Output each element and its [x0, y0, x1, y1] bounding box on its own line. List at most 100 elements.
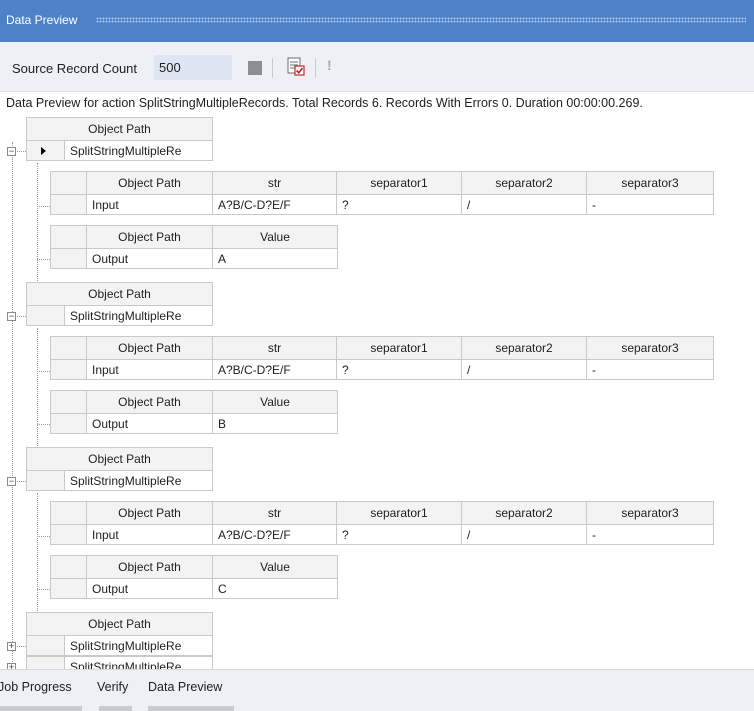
record-path-cell[interactable]: SplitStringMultipleRe — [64, 470, 213, 491]
column-header[interactable]: Object Path — [86, 336, 213, 360]
expand-icon[interactable]: + — [7, 663, 16, 669]
tree-line — [37, 163, 38, 309]
column-header[interactable]: str — [212, 501, 337, 525]
str-cell[interactable]: A?B/C-D?E/F — [212, 359, 337, 380]
record-row-grid: SplitStringMultipleRe — [26, 656, 213, 669]
column-header[interactable]: Object Path — [26, 282, 213, 306]
row-selector[interactable] — [50, 578, 87, 599]
tree-line — [37, 493, 38, 639]
row-selector[interactable] — [50, 359, 87, 380]
value-cell[interactable]: C — [212, 578, 338, 599]
window-title-bar: Data Preview — [0, 0, 754, 42]
record-header-grid: Object Path — [26, 447, 213, 471]
tab-job-progress[interactable]: Job Progress — [0, 680, 72, 694]
grid-corner — [50, 501, 87, 525]
column-header[interactable]: separator3 — [586, 336, 714, 360]
column-header[interactable]: Object Path — [86, 225, 213, 249]
row-selector[interactable] — [50, 248, 87, 269]
input-grid: Object Path str separator1 separator2 se… — [50, 336, 714, 380]
collapse-icon[interactable]: − — [7, 476, 16, 486]
str-cell[interactable]: A?B/C-D?E/F — [212, 524, 337, 545]
row-selector[interactable] — [50, 194, 87, 215]
grid-corner — [50, 225, 87, 249]
column-header[interactable]: separator1 — [336, 336, 462, 360]
separator1-cell[interactable]: ? — [336, 359, 462, 380]
expand-icon[interactable]: + — [7, 641, 16, 651]
record-header-grid: Object Path — [26, 117, 213, 141]
tab-indicator — [99, 706, 132, 711]
input-grid: Object Path str separator1 separator2 se… — [50, 501, 714, 545]
row-selector[interactable] — [26, 656, 65, 669]
tree-connector — [17, 481, 26, 482]
separator3-cell[interactable]: - — [586, 194, 714, 215]
bottom-tab-strip: Job Progress Verify Data Preview — [0, 669, 754, 711]
tree-line — [37, 328, 38, 474]
column-header[interactable]: str — [212, 336, 337, 360]
object-path-cell[interactable]: Input — [86, 194, 213, 215]
column-header[interactable]: Object Path — [26, 612, 213, 636]
object-path-cell[interactable]: Output — [86, 248, 213, 269]
separator3-cell[interactable]: - — [586, 359, 714, 380]
column-header[interactable]: Object Path — [86, 501, 213, 525]
grid-corner — [50, 171, 87, 195]
toolbar-separator — [315, 58, 316, 78]
str-cell[interactable]: A?B/C-D?E/F — [212, 194, 337, 215]
tab-data-preview[interactable]: Data Preview — [148, 680, 223, 694]
source-record-count-label: Source Record Count — [12, 61, 138, 76]
record-path-cell[interactable]: SplitStringMultipleRe — [64, 656, 213, 669]
column-header[interactable]: separator2 — [461, 171, 587, 195]
exclamation-icon[interactable]: ! — [327, 57, 332, 73]
object-path-cell[interactable]: Input — [86, 524, 213, 545]
separator1-cell[interactable]: ? — [336, 524, 462, 545]
object-path-cell[interactable]: Output — [86, 578, 213, 599]
tab-indicator — [0, 706, 82, 711]
record-path-cell[interactable]: SplitStringMultipleRe — [64, 140, 213, 161]
column-header[interactable]: separator2 — [461, 336, 587, 360]
row-selector[interactable] — [26, 305, 65, 326]
separator1-cell[interactable]: ? — [336, 194, 462, 215]
tree-connector — [37, 206, 50, 207]
column-header[interactable]: Value — [212, 225, 338, 249]
separator2-cell[interactable]: / — [461, 359, 587, 380]
column-header[interactable]: separator3 — [586, 501, 714, 525]
row-selector[interactable] — [26, 470, 65, 491]
column-header[interactable]: Object Path — [26, 447, 213, 471]
column-header[interactable]: Object Path — [86, 171, 213, 195]
record-path-cell[interactable]: SplitStringMultipleRe — [64, 305, 213, 326]
column-header[interactable]: separator1 — [336, 501, 462, 525]
preview-status-text: Data Preview for action SplitStringMulti… — [6, 96, 643, 110]
column-header[interactable]: separator1 — [336, 171, 462, 195]
row-selector[interactable] — [26, 635, 65, 656]
row-selector[interactable] — [50, 524, 87, 545]
tab-verify[interactable]: Verify — [97, 680, 129, 694]
tab-indicator — [148, 706, 234, 711]
data-preview-icon[interactable] — [286, 57, 306, 77]
separator3-cell[interactable]: - — [586, 524, 714, 545]
column-header[interactable]: Object Path — [86, 555, 213, 579]
column-header[interactable]: Value — [212, 390, 338, 414]
value-cell[interactable]: B — [212, 413, 338, 434]
column-header[interactable]: separator3 — [586, 171, 714, 195]
tree-connector — [17, 316, 26, 317]
tree-connector — [37, 536, 50, 537]
record-path-cell[interactable]: SplitStringMultipleRe — [64, 635, 213, 656]
value-cell[interactable]: A — [212, 248, 338, 269]
title-grip[interactable] — [96, 17, 746, 23]
separator2-cell[interactable]: / — [461, 524, 587, 545]
collapse-icon[interactable]: − — [7, 146, 16, 156]
separator2-cell[interactable]: / — [461, 194, 587, 215]
column-header[interactable]: Object Path — [86, 390, 213, 414]
stop-icon[interactable] — [248, 61, 262, 75]
object-path-cell[interactable]: Output — [86, 413, 213, 434]
tree-connector — [37, 589, 50, 590]
row-selector[interactable] — [26, 140, 65, 161]
object-path-cell[interactable]: Input — [86, 359, 213, 380]
collapse-icon[interactable]: − — [7, 311, 16, 321]
source-record-count-input[interactable] — [154, 55, 232, 80]
row-selector[interactable] — [50, 413, 87, 434]
tree-line — [12, 142, 13, 669]
column-header[interactable]: separator2 — [461, 501, 587, 525]
column-header[interactable]: Value — [212, 555, 338, 579]
column-header[interactable]: str — [212, 171, 337, 195]
column-header[interactable]: Object Path — [26, 117, 213, 141]
